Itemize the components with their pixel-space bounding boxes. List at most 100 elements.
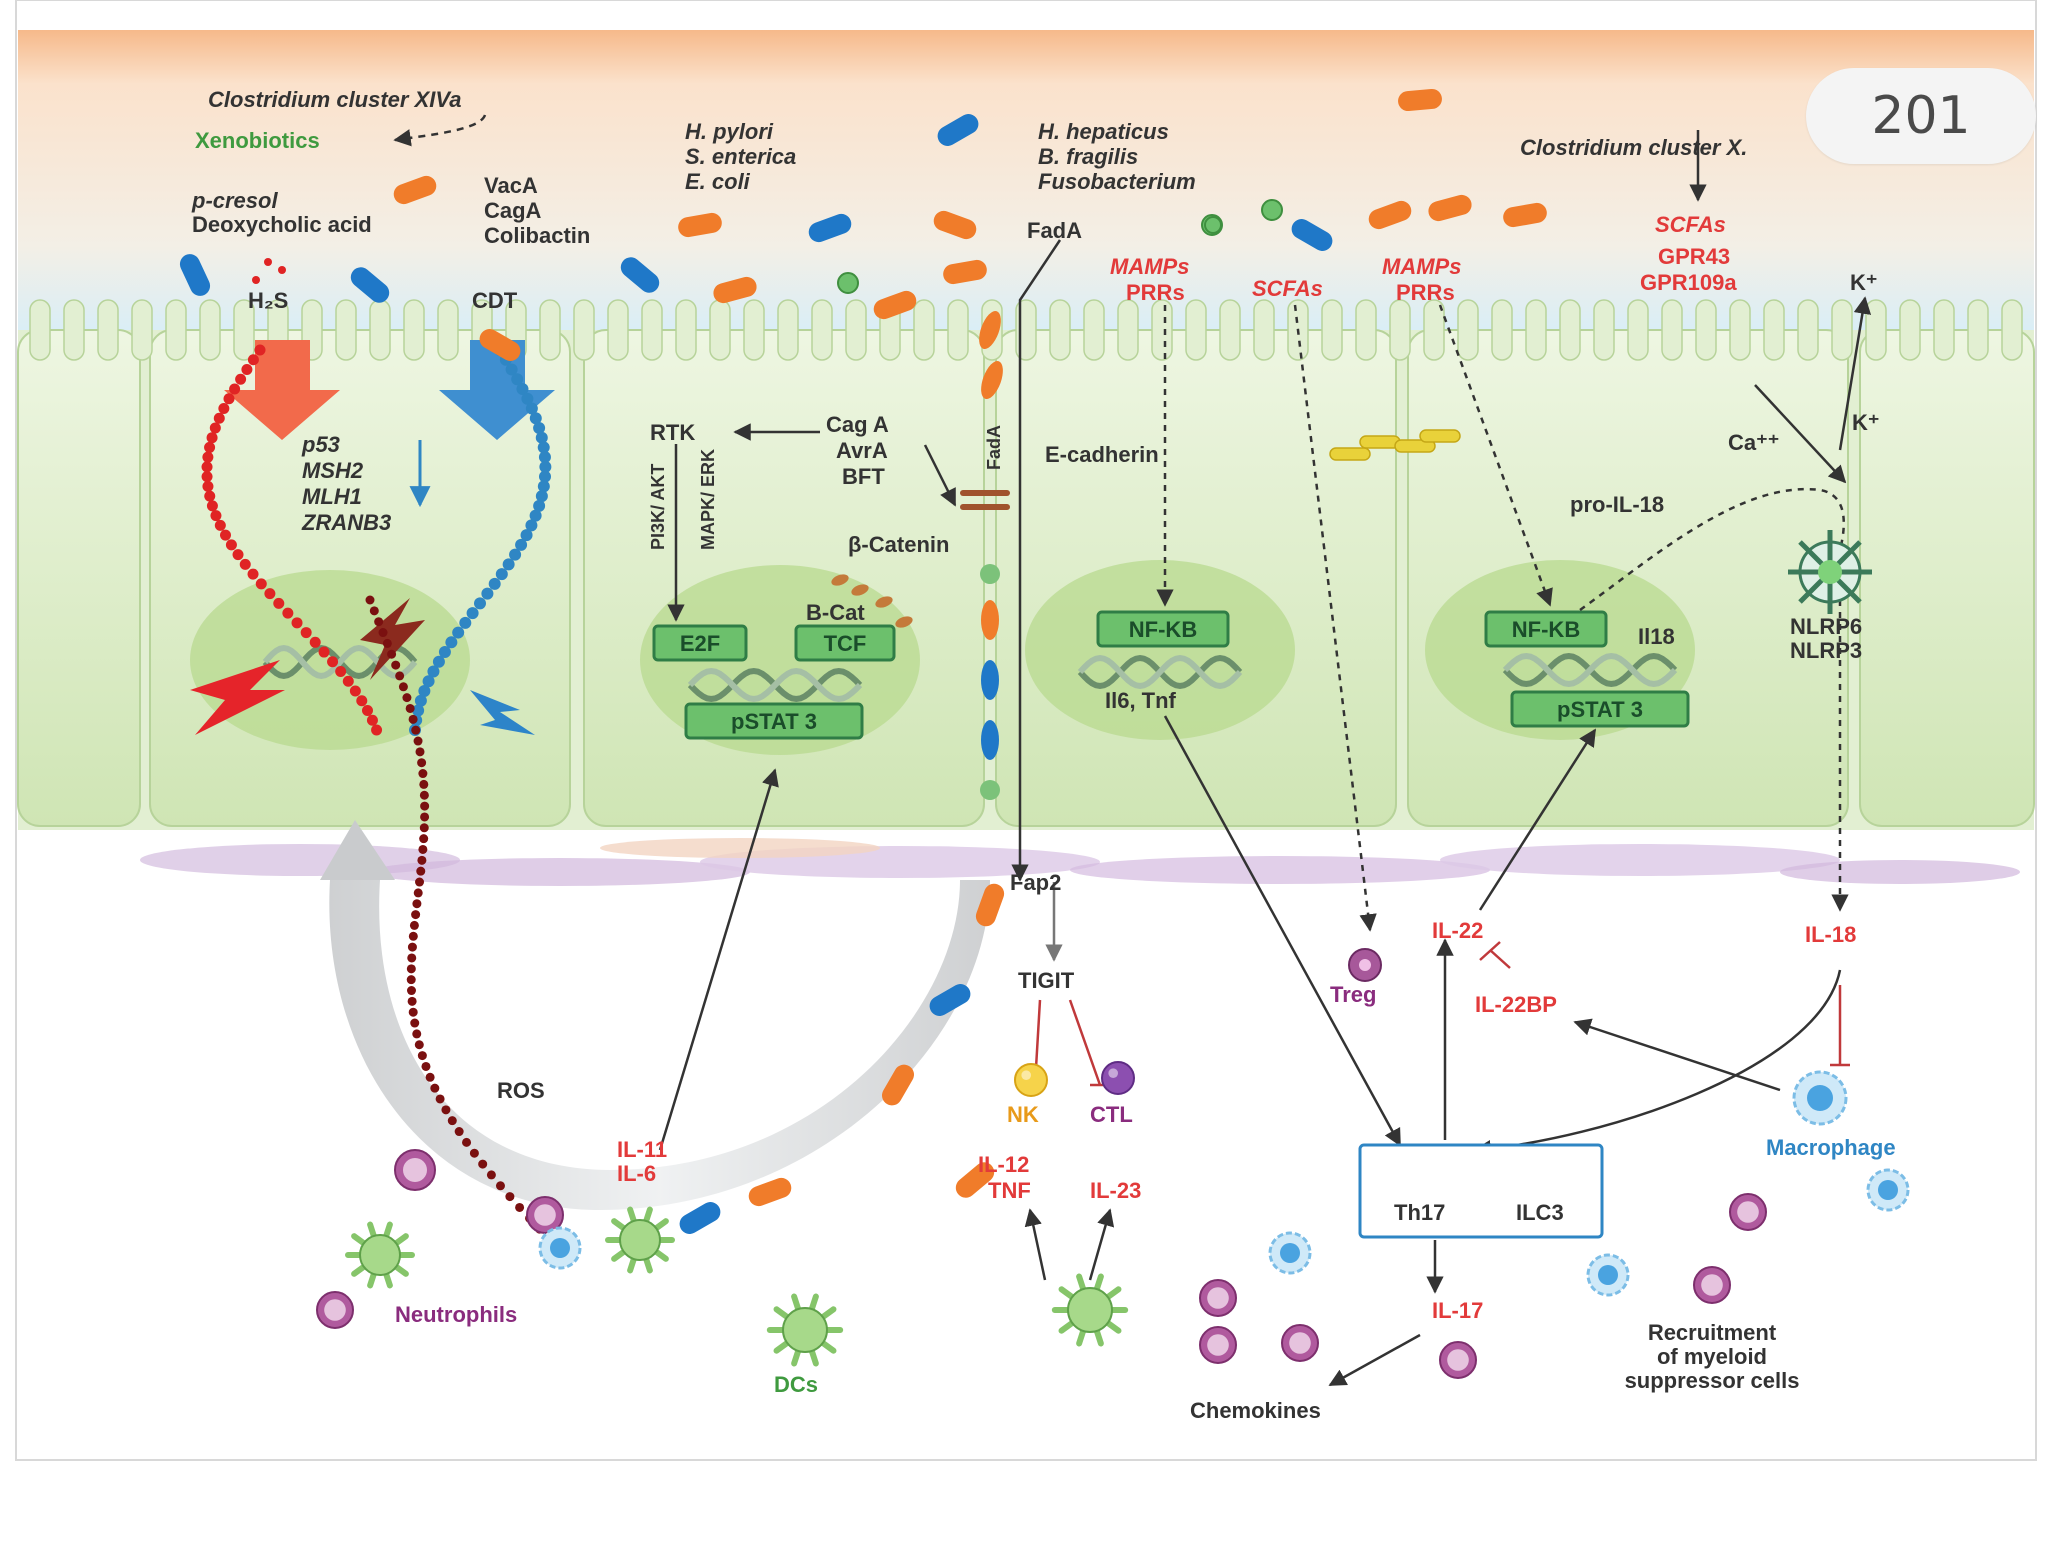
- particle-dot: [252, 276, 260, 284]
- tcf-box: [794, 624, 896, 662]
- particle-dot: [387, 649, 397, 659]
- cdt-label: CDT: [472, 288, 518, 313]
- bacterium-rod: [678, 212, 722, 238]
- rtk-label: RTK: [650, 420, 695, 445]
- b-cat-label: B-Cat: [806, 600, 865, 625]
- particle-dot: [202, 480, 214, 492]
- bacterium-rod: [1428, 194, 1472, 222]
- dna-strand: [262, 644, 418, 680]
- particle-dot: [535, 490, 548, 503]
- particle-dot: [407, 953, 417, 963]
- particle-dot: [520, 529, 533, 542]
- k-plus-label: K⁺: [1852, 410, 1880, 435]
- bacterium-rod: [1368, 200, 1412, 230]
- particle-dot: [505, 363, 518, 376]
- dna-strand: [1502, 652, 1678, 688]
- il18-gene-label: Il18: [1638, 624, 1675, 649]
- particle-dot: [462, 1137, 472, 1147]
- bacterium-rod: [1503, 202, 1547, 228]
- gpr109a-label: GPR109a: [1640, 270, 1737, 295]
- particle-dot: [420, 812, 430, 822]
- particle-dot: [374, 617, 384, 627]
- bacteria: [179, 88, 1547, 1234]
- nlrp3-label: NLRP3: [1790, 638, 1862, 663]
- particle-dot: [427, 665, 440, 678]
- scfas-mid-label: SCFAs: [1252, 276, 1323, 301]
- page-number-badge: 201: [1806, 68, 2036, 164]
- p53-label: p53: [301, 432, 340, 457]
- green-particle: [1204, 216, 1222, 234]
- particle-dot: [412, 1029, 422, 1039]
- gpr43-label: GPR43: [1658, 244, 1730, 269]
- particle-dot: [420, 801, 430, 811]
- particle-dot: [264, 588, 276, 600]
- particle-dot: [407, 996, 417, 1006]
- particle-dot: [201, 471, 213, 483]
- bacterium-rod: [937, 114, 979, 146]
- th17-ilc3-box: [1358, 1143, 1604, 1239]
- bacterium-rod: [975, 883, 1005, 927]
- epithelium: [17, 299, 2035, 830]
- pi3k-akt-label: PI3K/ AKT: [648, 464, 668, 550]
- microvilli: [29, 299, 2023, 361]
- particle-dot: [419, 779, 429, 789]
- particle-dot: [447, 1116, 457, 1126]
- bacterium-rod: [679, 1202, 721, 1234]
- particle-dot: [459, 616, 472, 629]
- particle-dot: [469, 1148, 479, 1158]
- particle-dot: [416, 866, 426, 876]
- nk-label: NK: [1007, 1102, 1039, 1127]
- msh2-label: MSH2: [302, 458, 364, 483]
- particle-dot: [435, 1094, 445, 1104]
- particle-dot: [516, 382, 529, 395]
- particle-dot: [419, 823, 429, 833]
- h2s-label: H₂S: [248, 288, 288, 313]
- macrophage-nucleus: [1598, 1265, 1618, 1285]
- b-catenin-label: β-Catenin: [848, 532, 949, 557]
- particle-dot: [422, 675, 435, 688]
- particle-dot: [405, 703, 415, 713]
- macrophage-nucleus: [1878, 1180, 1898, 1200]
- particle-dot: [529, 509, 542, 522]
- particle-dot: [509, 548, 522, 561]
- particle-dot: [406, 986, 416, 996]
- green-particle: [1261, 199, 1283, 221]
- particle-dot: [533, 421, 546, 434]
- particle-dot: [209, 422, 221, 434]
- bacterium-rod: [748, 1177, 792, 1207]
- il18-label: IL-18: [1805, 922, 1856, 947]
- particle-dot: [413, 888, 423, 898]
- b-fragilis-label: B. fragilis: [1038, 144, 1138, 169]
- cag-a-label: Cag A: [826, 412, 889, 437]
- bacterium-rod: [808, 213, 852, 243]
- epithelial-cell-0: [17, 329, 141, 827]
- bacterium-rod: [873, 290, 917, 320]
- particle-dot: [398, 682, 408, 692]
- particle-dot: [378, 628, 388, 638]
- bacterium-rod: [393, 175, 437, 205]
- brown-lightning-icon: [360, 598, 425, 680]
- particle-dot: [239, 558, 251, 570]
- b-cat-particle: [851, 584, 869, 596]
- recirculation-ribbon: [329, 880, 991, 1210]
- particle-dot: [486, 1170, 496, 1180]
- colibactin-label: Colibactin: [484, 223, 590, 248]
- il23-label: IL-23: [1090, 1178, 1141, 1203]
- prrs-label-2: PRRs: [1396, 280, 1455, 305]
- particle-dot: [402, 693, 412, 703]
- nucleus-3: [1025, 560, 1295, 740]
- neutrophil-nucleus: [1207, 1287, 1229, 1309]
- il12-label: IL-12: [978, 1152, 1029, 1177]
- e2f-label: E2F: [680, 631, 720, 656]
- particle-dot: [214, 519, 226, 531]
- particle-dot: [225, 539, 237, 551]
- macrophage-nucleus: [1807, 1085, 1833, 1111]
- particle-dot: [430, 1083, 440, 1093]
- particle-dot: [408, 931, 418, 941]
- particle-dot: [412, 704, 425, 717]
- treg-label: Treg: [1330, 982, 1376, 1007]
- particle-dot: [474, 597, 486, 610]
- particle-dot: [421, 1061, 431, 1071]
- particle-dot: [525, 519, 538, 532]
- particle-dot: [537, 480, 550, 493]
